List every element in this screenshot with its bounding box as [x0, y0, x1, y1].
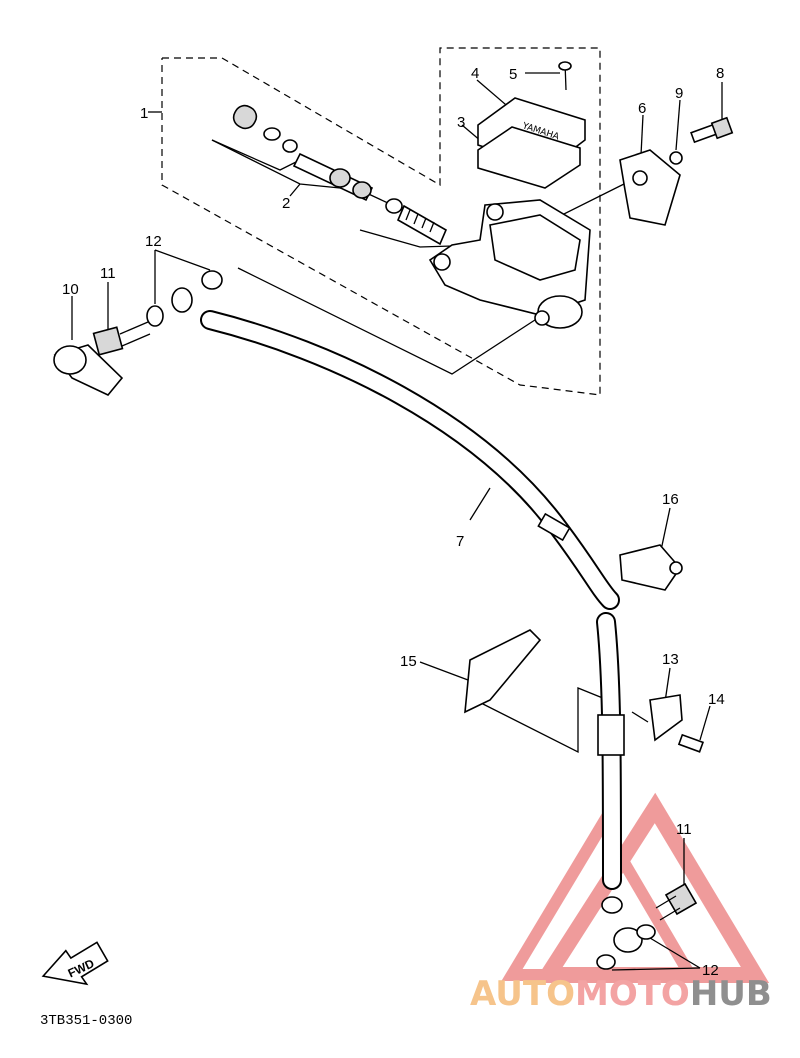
callout-11-bottom: 11 — [676, 821, 692, 838]
callout-2: 2 — [282, 195, 290, 212]
leader-lines — [71, 72, 723, 971]
fwd-arrow: FWD — [41, 941, 109, 986]
piston-kit — [232, 104, 448, 246]
callout-12-bottom: 12 — [702, 962, 719, 979]
callout-12-top: 12 — [145, 233, 162, 250]
banjo-fitting-top — [53, 270, 223, 396]
watermark-logo — [501, 792, 770, 983]
reservoir-cap: YAMAHA — [477, 61, 586, 189]
callout-15: 15 — [400, 653, 417, 670]
watermark-text: AUTOMOTOHUB — [470, 974, 772, 1014]
callout-9: 9 — [675, 85, 683, 102]
brake-hose — [200, 310, 625, 890]
watermark-part-1: AUTO — [470, 974, 575, 1014]
watermark-part-3: HUB — [690, 974, 772, 1014]
hose-guides — [464, 544, 705, 753]
callout-8: 8 — [716, 65, 724, 82]
callout-14: 14 — [708, 691, 725, 708]
master-cylinder-body — [428, 199, 591, 329]
diagram-code: 3TB351-0300 — [40, 1013, 132, 1029]
callout-4: 4 — [471, 65, 479, 82]
banjo-fitting-bottom — [596, 882, 698, 970]
callout-3: 3 — [457, 114, 465, 131]
assembly-outline — [161, 47, 601, 396]
callout-6: 6 — [638, 100, 646, 117]
callout-13: 13 — [662, 651, 679, 668]
callout-10: 10 — [62, 281, 79, 298]
clamp-parts — [619, 116, 734, 226]
callout-7: 7 — [456, 533, 464, 550]
callout-11-top: 11 — [100, 265, 116, 282]
watermark-part-2: MOTO — [575, 974, 690, 1014]
callout-1: 1 — [140, 105, 148, 122]
callout-16: 16 — [662, 491, 679, 508]
callout-5: 5 — [509, 66, 517, 83]
